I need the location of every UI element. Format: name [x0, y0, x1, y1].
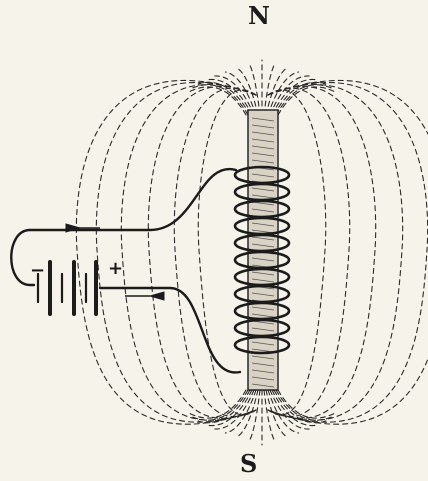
- circuit-wire: [11, 169, 240, 372]
- battery-negative-sign: −: [30, 262, 45, 280]
- field-line-right: [268, 80, 428, 424]
- field-line-right: [268, 83, 428, 423]
- field-line-left: [148, 86, 256, 418]
- field-line-right: [268, 86, 376, 418]
- field-line-right: [268, 85, 403, 421]
- battery-cells: [38, 262, 96, 314]
- battery-positive-sign: +: [108, 260, 123, 278]
- north-pole-label: N: [248, 4, 270, 28]
- arrow-current-right: [150, 292, 164, 300]
- field-tuft-south: [264, 390, 275, 441]
- field-tuft-north: [249, 64, 260, 115]
- field-line-right: [268, 88, 350, 416]
- wire-positive: [100, 288, 240, 372]
- field-line-left: [121, 85, 256, 421]
- field-tuft-south: [249, 390, 260, 441]
- south-pole-label: S: [240, 452, 257, 476]
- field-line-left: [174, 88, 256, 416]
- field-tuft-north: [264, 64, 275, 115]
